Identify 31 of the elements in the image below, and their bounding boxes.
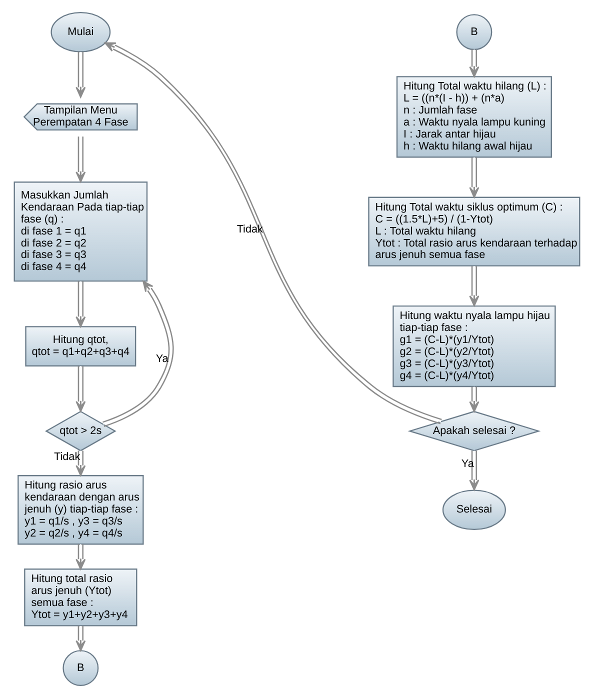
arrow <box>104 42 442 424</box>
arrow <box>469 450 480 491</box>
arrow <box>469 386 480 412</box>
arrow <box>76 450 86 476</box>
node-ellipse: Mulai <box>50 12 111 52</box>
node-ellipse: Selesai <box>442 490 506 530</box>
arrow <box>469 266 480 306</box>
arrow <box>76 626 86 652</box>
node-box: Hitung waktu nyala lampu hijau tiap-tiap fase : g1 = (C-L)*(y1/Ytot) g2 = (C-L)*(y2/Ytot) g3 = (C-L)*(y3/Ytot) g4 = (C-L)*(y4/Ytot) <box>392 305 556 388</box>
arrow <box>76 366 86 412</box>
node-box: Hitung total rasio arus jenuh (Ytot) semua fase : Ytot = y1+y2+y3+y4 <box>24 568 138 626</box>
edge-label: Ya <box>156 353 168 366</box>
arrow <box>76 136 86 182</box>
node-box: Masukkan Jumlah Kendaraan Pada tiap-tiap fase (q) : di fase 1 = q1 di fase 2 = q2 di fase 3 = q3 di fase 4 = q4 <box>14 182 148 282</box>
arrow <box>76 281 86 328</box>
node-diamond: qtot > 2s <box>44 410 116 452</box>
node-circle: B <box>62 650 99 686</box>
arrow <box>76 52 86 98</box>
node-box: Hitung Total waktu siklus optimum (C) : C = ((1.5*L)+5) / (1-Ytot) L : Total waktu hilang Ytot : Total rasio arus kendaraan terhadap arus jenuh semua fase <box>368 196 580 266</box>
edge-label: Tidak <box>54 450 80 463</box>
arrow <box>102 280 174 427</box>
arrow <box>469 157 480 198</box>
arrow <box>469 50 480 78</box>
arrow <box>76 544 86 570</box>
node-circle: B <box>456 14 492 50</box>
edge-label: Ya <box>461 458 474 470</box>
node-box: Hitung qtot, qtot = q1+q2+q3+q4 <box>25 326 136 366</box>
node-diamond: Apakah selesai ? <box>408 410 541 452</box>
edge-label: Tidak <box>236 224 263 236</box>
node-box: Hitung Total waktu hilang (L) : L = ((n*(I - h)) + (n*a) n : Jumlah fase a : Waktu nyala lampu kuning I : Jarak antar hijau h : Waktu hilang awal hijau <box>396 76 552 158</box>
node-box: Hitung rasio arus kendaraan dengan arus jenuh (y) tiap-tiap fase : y1 = q1/s , y3 = q3/s y2 = q2/s , y4 = q4/s <box>18 475 144 545</box>
